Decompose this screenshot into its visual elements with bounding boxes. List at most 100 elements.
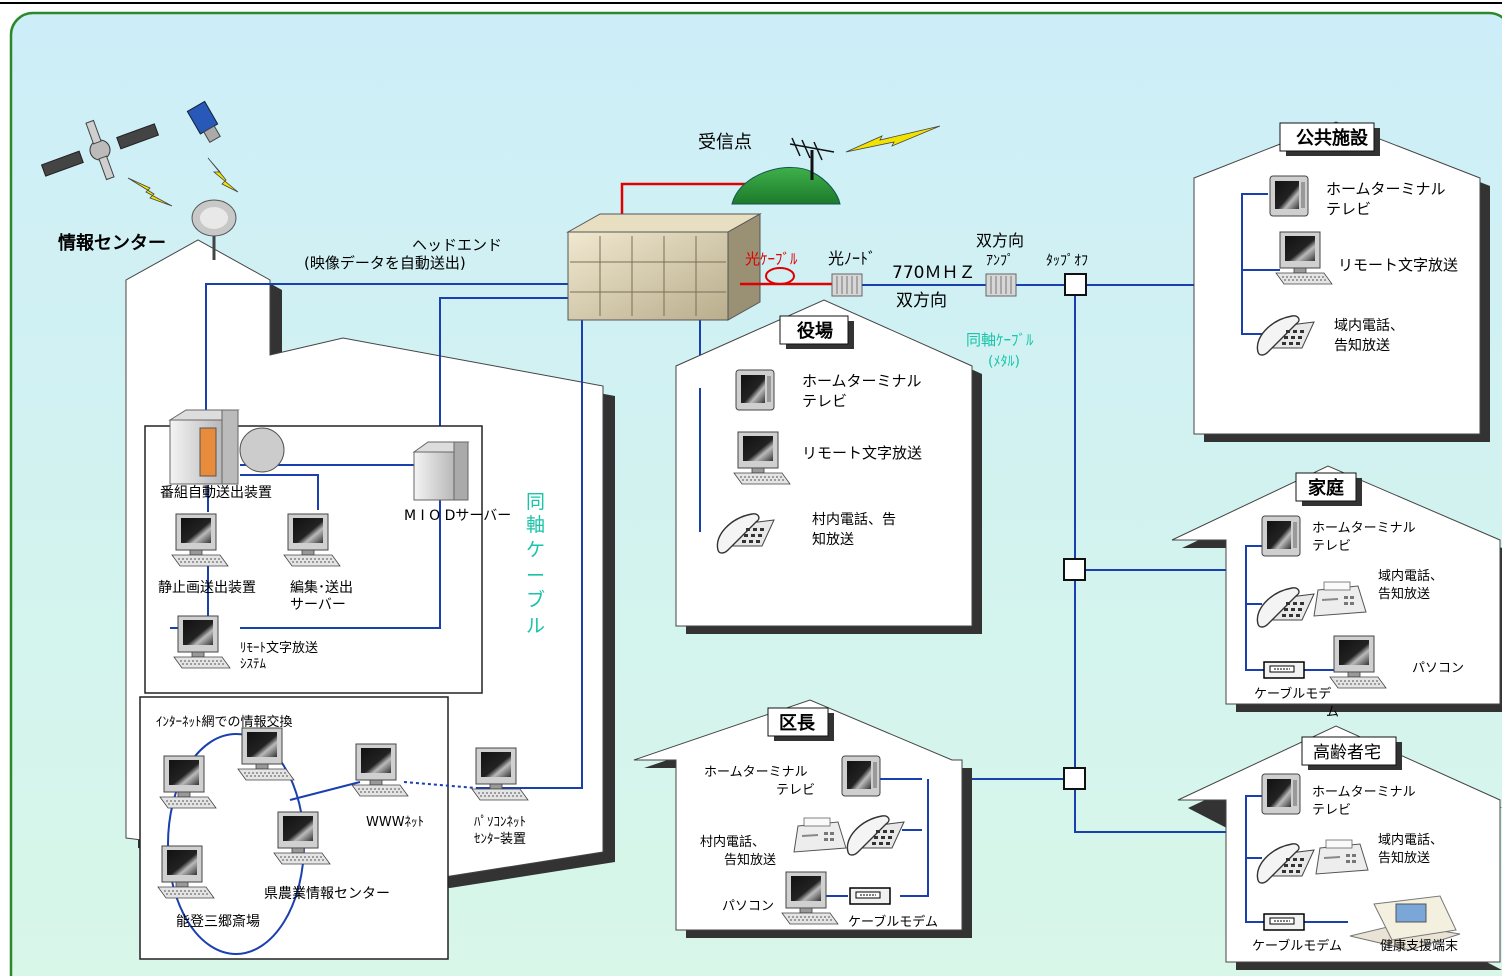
optical-cable-loop-icon [765, 267, 795, 285]
broadcast-device-label: 番組自動送出装置 [160, 485, 272, 501]
remote-system-sub-label: ｼｽﾃﾑ [240, 657, 267, 672]
broadcast-device-icon [168, 409, 285, 485]
amplifier-icon [985, 273, 1017, 297]
home-tv-icon [1261, 515, 1301, 557]
coax-char-1: 同 [526, 491, 545, 513]
public-phone-label: 域内電話、 [1334, 317, 1404, 334]
public-title: 公共施設 [1296, 127, 1369, 149]
pc-center-link [403, 781, 477, 789]
kucho-tv-icon [841, 755, 881, 797]
home-phone-sub-label: 告知放送 [1378, 586, 1430, 602]
amp-label: 双方向 [976, 231, 1024, 250]
optical-node-label: 光ﾉｰﾄﾞ [828, 249, 876, 268]
yakuba-tv-label: ホームターミナル [802, 372, 922, 390]
coax-char-3: ケ [526, 539, 545, 561]
elder-title: 高齢者宅 [1313, 743, 1381, 763]
kucho-title-box [767, 707, 829, 737]
pref-center-label: 県農業情報センター [264, 886, 390, 902]
coax-metal-label: 同軸ｹｰﾌﾞﾙ [966, 331, 1034, 349]
kucho-tv-sub-label: テレビ [776, 783, 815, 798]
elder-title-box [1301, 736, 1397, 766]
home-title: 家庭 [1308, 477, 1344, 499]
kucho-modem-label: ケーブルモデム [848, 914, 938, 930]
www-link [289, 781, 361, 801]
satellite-top-icon [186, 100, 221, 144]
coax-vertical-label: 同 軸 ケ ー ブ ル [526, 491, 545, 637]
amp-sub-label: ｱﾝﾌﾟ [986, 253, 1014, 269]
public-tv-label: ホームターミナル [1326, 180, 1446, 198]
elder-tv-icon [1261, 773, 1301, 815]
edit-server-sub-label: サーバー [290, 597, 346, 613]
pc-center-sub-label: ｾﾝﾀｰ装置 [474, 832, 526, 847]
red-cable-receive [620, 182, 800, 226]
elder-tv-label: ホームターミナル [1312, 785, 1416, 800]
lightning-receive-icon [845, 125, 941, 153]
home-cables [1245, 545, 1334, 671]
tapoff-boxes [1063, 273, 1087, 790]
tapoff-label: ﾀｯﾌﾟｵﾌ [1046, 253, 1088, 269]
bidir-label: 双方向 [896, 291, 947, 311]
noto-label: 能登三郷斎場 [176, 913, 260, 930]
home-modem-label: ケーブルモデ [1254, 686, 1331, 702]
home-phone-label: 域内電話、 [1378, 568, 1443, 584]
elder-cables [1245, 795, 1348, 923]
receive-hill-icon [731, 137, 841, 205]
coax-char-5: ブ [526, 588, 545, 611]
home-tv-sub-label: テレビ [1312, 539, 1351, 554]
home-modem-icon [1263, 661, 1305, 679]
elder-modem-label: ケーブルモデム [1252, 938, 1342, 954]
freq-label: 770ＭＨＺ [892, 263, 975, 283]
yakuba-house [675, 299, 982, 634]
yakuba-title: 役場 [797, 320, 833, 342]
yakuba-tv-icon [735, 369, 775, 411]
headend-equipment-icon [566, 213, 762, 321]
home-title-box [1295, 472, 1357, 502]
satellite-icon [40, 119, 160, 181]
vod-server-label: M I O Dサーバー [404, 508, 511, 524]
health-terminal-icon [1349, 895, 1461, 951]
home-pc-label: パソコン [1412, 661, 1464, 676]
health-terminal-label: 健康支援端末 [1380, 938, 1458, 954]
home-modem-sub-label: ム [1326, 705, 1339, 720]
elder-modem-icon [1263, 913, 1305, 931]
public-house [1193, 121, 1490, 442]
public-cables [1241, 193, 1280, 335]
optical-cable-label: 光ｹｰﾌﾞﾙ [745, 250, 798, 268]
kucho-tv-label: ホームターミナル [704, 765, 808, 780]
public-phone-sub-label: 告知放送 [1334, 337, 1390, 354]
public-tv-sub-label: テレビ [1326, 200, 1371, 218]
center-title: 情報センター [58, 232, 166, 254]
still-device-label: 静止画送出装置 [158, 580, 256, 596]
public-remote-label: リモート文字放送 [1338, 256, 1458, 274]
coax-metal-sub-label: (ﾒﾀﾙ) [988, 354, 1020, 370]
public-title-box [1279, 122, 1375, 152]
yakuba-remote-label: リモート文字放送 [802, 444, 922, 462]
internet-title: ｲﾝﾀｰﾈｯﾄ網での情報交換 [156, 714, 293, 730]
yakuba-phone-label: 村内電話、告 [812, 511, 896, 528]
kucho-pc-label: パソコン [722, 899, 774, 914]
kucho-title: 区長 [779, 713, 816, 734]
vod-server-icon [412, 441, 470, 501]
kucho-phone-sub-label: 告知放送 [724, 852, 776, 868]
lightning-icon [127, 157, 239, 207]
headend-label: ヘッドエンド [412, 236, 502, 254]
edit-server-label: 編集･送出 [290, 579, 353, 596]
yakuba-title-box [779, 315, 849, 345]
pc-center-label: ﾊﾟｿｺﾝﾈｯﾄ [474, 815, 526, 830]
yakuba-tv-sub-label: テレビ [802, 392, 847, 410]
headend-sub-label: (映像データを自動送出) [304, 254, 466, 272]
dish-antenna-icon [191, 199, 237, 260]
home-tv-label: ホームターミナル [1312, 521, 1416, 536]
www-label: WWWﾈｯﾄ [366, 815, 424, 830]
kucho-modem-icon [849, 887, 891, 905]
coax-char-6: ル [526, 615, 545, 637]
receive-point-label: 受信点 [698, 132, 752, 153]
public-tv-icon [1269, 175, 1309, 217]
elder-phone-label: 域内電話、 [1378, 832, 1443, 848]
elder-tv-sub-label: テレビ [1312, 803, 1351, 818]
kucho-phone-label: 村内電話、 [700, 834, 765, 850]
coax-char-4: ー [526, 565, 545, 587]
coax-char-2: 軸 [526, 514, 545, 536]
